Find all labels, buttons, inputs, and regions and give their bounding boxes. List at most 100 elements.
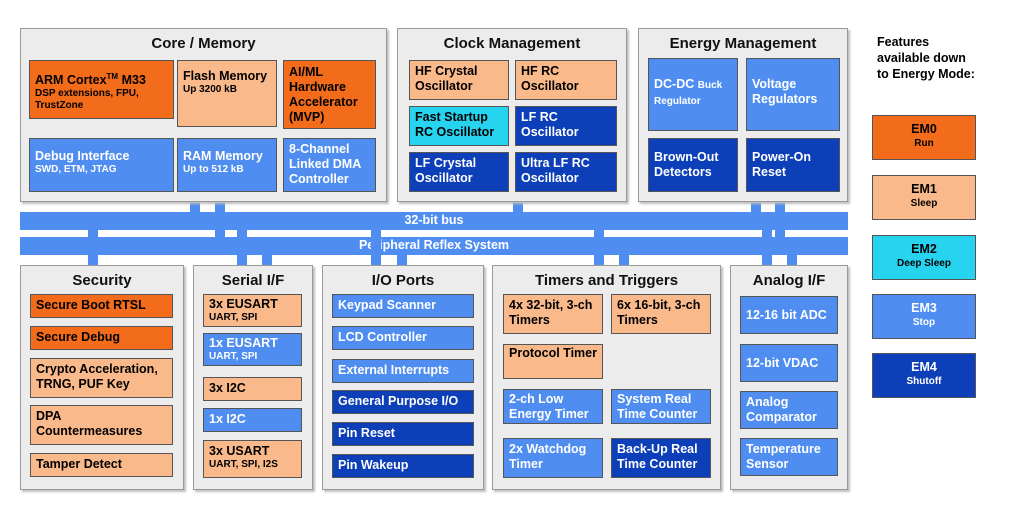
backup-rtc-block: Back-Up Real Time Counter xyxy=(611,438,711,478)
vdac-block: 12-bit VDAC xyxy=(740,344,838,382)
peripheral-reflex-system-bus: Peripheral Reflex System xyxy=(20,237,848,255)
t32-label: 4x 32-bit, 3-ch Timers xyxy=(509,298,593,327)
low-energy-label: 2-ch Low Energy Timer xyxy=(509,392,589,421)
por-label: Power-On Reset xyxy=(752,150,812,179)
debug-label: Debug Interface xyxy=(35,149,130,163)
watchdog-label: 2x Watchdog Timer xyxy=(509,442,587,471)
adc-label: 12-16 bit ADC xyxy=(746,308,827,322)
tamper-detect-block: Tamper Detect xyxy=(30,453,173,477)
legend-em1-name: EM1 xyxy=(911,182,937,196)
legend-em0-name: EM0 xyxy=(911,122,937,136)
connector xyxy=(215,200,225,238)
pin-reset-block: Pin Reset xyxy=(332,422,474,446)
arm-sub: DSP extensions, FPU, TrustZone xyxy=(35,88,139,112)
keypad-scanner-block: Keypad Scanner xyxy=(332,294,474,318)
system-rtc-block: System Real Time Counter xyxy=(611,389,711,424)
connector xyxy=(190,200,200,214)
pin-wakeup-block: Pin Wakeup xyxy=(332,454,474,478)
connector xyxy=(88,228,98,268)
ram-memory-block: RAM Memory Up to 512 kB xyxy=(177,138,277,192)
timers-triggers-group: Timers and Triggers 4x 32-bit, 3-ch Time… xyxy=(492,265,721,490)
ext-int-label: External Interrupts xyxy=(338,363,450,377)
secure-debug-block: Secure Debug xyxy=(30,326,173,350)
gpio-label: General Purpose I/O xyxy=(338,394,459,408)
secure-debug-label: Secure Debug xyxy=(36,330,121,344)
tamper-label: Tamper Detect xyxy=(36,457,122,471)
hf-rc-oscillator-block: HF RC Oscillator xyxy=(515,60,617,100)
eusart3-label: 3x EUSART xyxy=(209,297,278,311)
core-memory-group: Core / Memory ARM CortexTM M33 DSP exten… xyxy=(20,28,387,202)
core-memory-title: Core / Memory xyxy=(151,35,256,52)
timers-16bit-block: 6x 16-bit, 3-ch Timers xyxy=(611,294,711,334)
lf-rc-label: LF RC Oscillator xyxy=(521,110,579,139)
energy-management-title: Energy Management xyxy=(669,35,817,52)
eusart-1x-block: 1x EUSART UART, SPI xyxy=(203,333,302,366)
hf-rc-label: HF RC Oscillator xyxy=(521,64,579,93)
security-title: Security xyxy=(72,272,132,289)
lf-crystal-label: LF Crystal Oscillator xyxy=(415,156,477,185)
legend-em3-name: EM3 xyxy=(911,301,937,315)
debug-sub: SWD, ETM, JTAG xyxy=(35,164,117,175)
dpa-countermeasures-block: DPA Countermeasures xyxy=(30,405,173,445)
lf-crystal-oscillator-block: LF Crystal Oscillator xyxy=(409,152,509,192)
i2c3-label: 3x I2C xyxy=(209,381,246,395)
lf-rc-oscillator-block: LF RC Oscillator xyxy=(515,106,617,146)
temp-label: Temperature Sensor xyxy=(746,442,821,471)
protocol-timer-block: Protocol Timer xyxy=(503,344,603,379)
legend-title: Features available down to Energy Mode: xyxy=(877,35,975,81)
aiml-label: AI/ML Hardware Accelerator (MVP) xyxy=(289,65,358,124)
brown-out-detectors-block: Brown-Out Detectors xyxy=(648,138,738,192)
dpa-label: DPA Countermeasures xyxy=(36,409,143,438)
secure-boot-block: Secure Boot RTSL xyxy=(30,294,173,318)
io-ports-group: I/O Ports Keypad Scanner LCD Controller … xyxy=(322,265,484,490)
flash-sub: Up 3200 kB xyxy=(183,84,237,95)
pin-wakeup-label: Pin Wakeup xyxy=(338,458,409,472)
connector xyxy=(594,228,604,268)
dma-label: 8-Channel Linked DMA Controller xyxy=(289,142,361,186)
arm-tm: TM xyxy=(106,72,119,81)
clock-management-title: Clock Management xyxy=(443,35,581,52)
temperature-sensor-block: Temperature Sensor xyxy=(740,438,838,476)
lcd-label: LCD Controller xyxy=(338,330,427,344)
power-on-reset-block: Power-On Reset xyxy=(746,138,840,192)
legend-em2-desc: Deep Sleep xyxy=(897,258,951,269)
crypto-acceleration-block: Crypto Acceleration, TRNG, PUF Key xyxy=(30,358,173,398)
i2c-3x-block: 3x I2C xyxy=(203,377,302,401)
eusart1-sub: UART, SPI xyxy=(209,351,258,362)
security-group: Security Secure Boot RTSL Secure Debug C… xyxy=(20,265,184,490)
dc-dc-regulator-block: DC-DC Buck Regulator xyxy=(648,58,738,131)
connector xyxy=(787,253,797,268)
legend-em1: EM1 Sleep xyxy=(872,175,976,220)
legend-em4-name: EM4 xyxy=(911,360,937,374)
timers-triggers-title: Timers and Triggers xyxy=(534,272,679,289)
connector xyxy=(775,200,785,238)
hf-crystal-label: HF Crystal Oscillator xyxy=(415,64,478,93)
bus-32bit: 32-bit bus xyxy=(20,212,848,230)
lcd-controller-block: LCD Controller xyxy=(332,326,474,350)
serial-if-group: Serial I/F 3x EUSART UART, SPI 1x EUSART… xyxy=(193,265,313,490)
serial-if-title: Serial I/F xyxy=(221,272,285,289)
dma-controller-block: 8-Channel Linked DMA Controller xyxy=(283,138,376,192)
timers-32bit-block: 4x 32-bit, 3-ch Timers xyxy=(503,294,603,334)
fast-rc-label: Fast Startup RC Oscillator xyxy=(415,110,495,139)
bod-label: Brown-Out Detectors xyxy=(654,150,719,179)
energy-management-group: Energy Management DC-DC Buck Regulator V… xyxy=(638,28,848,202)
analog-if-group: Analog I/F 12-16 bit ADC 12-bit VDAC Ana… xyxy=(730,265,848,490)
sys-rtc-label: System Real Time Counter xyxy=(617,392,698,421)
usart3-label: 3x USART xyxy=(209,444,270,458)
connector xyxy=(397,253,407,268)
flash-memory-block: Flash Memory Up 3200 kB xyxy=(177,60,277,127)
arm-cortex-block: ARM CortexTM M33 DSP extensions, FPU, Tr… xyxy=(29,60,174,119)
ram-label: RAM Memory xyxy=(183,149,263,163)
legend-em2: EM2 Deep Sleep xyxy=(872,235,976,280)
prs-label: Peripheral Reflex System xyxy=(358,238,510,252)
ulf-rc-label: Ultra LF RC Oscillator xyxy=(521,156,590,185)
general-purpose-io-block: General Purpose I/O xyxy=(332,390,474,414)
analog-if-title: Analog I/F xyxy=(752,272,826,289)
protocol-label: Protocol Timer xyxy=(509,346,597,360)
legend-em0-desc: Run xyxy=(914,138,934,149)
fast-startup-rc-oscillator-block: Fast Startup RC Oscillator xyxy=(409,106,509,146)
clock-management-group: Clock Management HF Crystal Oscillator H… xyxy=(397,28,627,202)
adc-block: 12-16 bit ADC xyxy=(740,296,838,334)
connector xyxy=(762,228,772,268)
